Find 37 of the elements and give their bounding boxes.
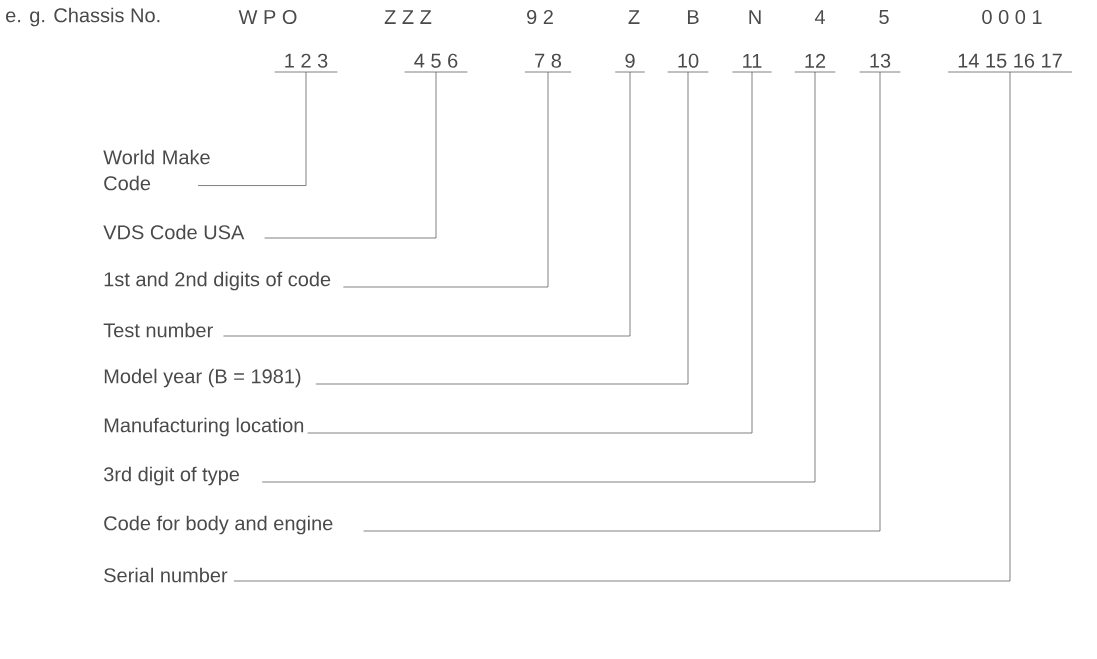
position-number: 14 15 16 17 [947, 53, 1073, 73]
description-text: World Make Code [103, 149, 210, 191]
description-text: 3rd digit of type [103, 466, 240, 486]
leader-line [343, 71, 549, 288]
position-number: 11 [732, 54, 772, 73]
chassis-characters: B [688, 10, 699, 24]
leader-line [223, 71, 631, 337]
description-text: Manufacturing location [104, 417, 304, 437]
description-text: Code for body and engine [104, 515, 333, 535]
chassis-characters: W P O [238, 9, 297, 25]
description-text: Serial number [104, 567, 228, 583]
position-number: 12 [794, 53, 836, 73]
description-text: Model year (B = 1981) [104, 368, 301, 388]
leader-line [264, 71, 437, 239]
description-text: Test number [103, 322, 213, 338]
description-text: VDS Code USA [103, 224, 245, 240]
description-text: 1st and 2nd digits of code [104, 271, 331, 291]
chassis-characters: Z [628, 10, 640, 24]
chassis-characters: Z Z Z [384, 10, 432, 24]
chassis-characters: 9 2 [527, 9, 553, 25]
position-number: 10 [667, 53, 709, 73]
leader-line [363, 71, 881, 532]
position-number: 4 5 6 [404, 53, 468, 73]
position-number: 13 [859, 53, 901, 73]
position-number: 7 8 [524, 53, 572, 73]
chassis-caption: e. g. Chassis No. [6, 7, 160, 27]
position-number: 1 2 3 [274, 53, 338, 73]
chassis-characters: N [749, 10, 761, 24]
chassis-characters: 5 [879, 10, 889, 24]
leader-line [197, 71, 307, 186]
leader-line [307, 71, 753, 434]
leader-line [315, 71, 689, 385]
position-number: 9 [614, 53, 646, 73]
leader-line [261, 71, 816, 483]
chassis-characters: 0 0 0 1 [982, 9, 1042, 25]
leader-line [233, 71, 1011, 582]
chassis-characters: 4 [814, 10, 825, 24]
